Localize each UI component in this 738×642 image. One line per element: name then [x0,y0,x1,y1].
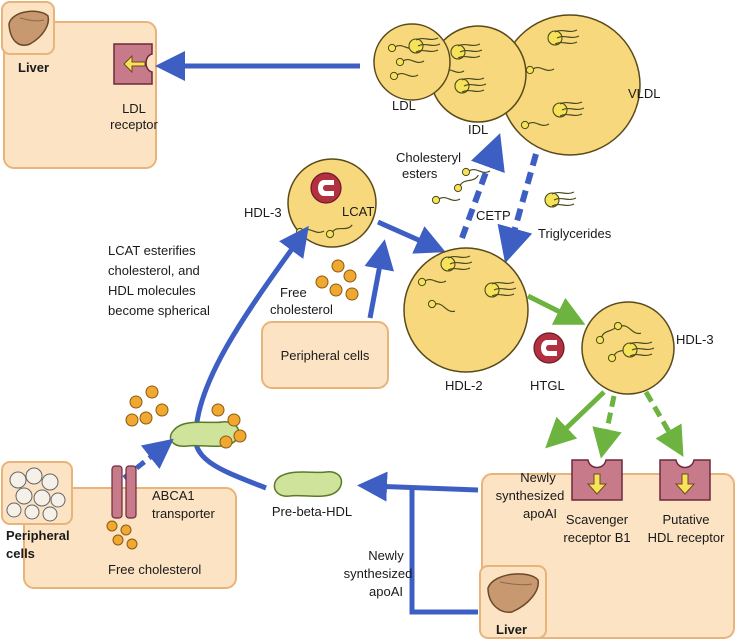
vldl-label: VLDL [628,86,661,101]
lcat-enzyme-icon [310,172,342,204]
peripheral-label-2: cells [6,546,35,561]
peripheral-label-1: Peripheral [6,528,70,543]
liver-icon [487,573,539,613]
hdl3-left-label: HDL-3 [244,205,282,220]
liver-bottom-label: Liver [496,622,527,637]
peripheral-cells-box-mid: Peripheral cells [261,321,389,389]
periph-to-hdl3-arrow [364,239,394,319]
newly-b-label-1: Newly [368,548,404,563]
lcat-note-3: HDL molecules [108,283,196,298]
peripheral-cells-box: Peripheral cells [1,461,237,589]
scavenger-receptor: Scavenger receptor B1 [563,459,631,545]
receptor-down-arrow-icon [674,473,696,495]
peripheral-cells-mid-label: Peripheral cells [281,348,370,363]
cetp-up-arrow [459,133,505,240]
putative-label-2: HDL receptor [648,530,725,545]
nascent-hdl [125,385,247,449]
htgl-enzyme-icon [533,332,565,364]
pre-beta-hdl: Pre-beta-HDL [272,471,352,519]
scavenger-label-1: Scavenger [566,512,629,527]
receptor-down-arrow-icon [586,473,608,495]
newly-label-1: Newly [520,470,556,485]
liver-loop-line [409,490,478,615]
newly-label-3: apoAI [523,506,557,521]
peripheral-cells-icon [6,467,66,522]
lcat-note-1: LCAT esterifies [108,243,196,258]
hdl3-right-particle: HDL-3 [581,301,714,395]
hdl3-left-particle: LCAT HDL-3 [244,158,377,248]
ldl-label: LDL [392,98,416,113]
putative-receptor: Putative HDL receptor [648,459,725,545]
newly-b-label-2: synthesized [344,566,413,581]
lcat-note: LCAT esterifies cholesterol, and HDL mol… [108,243,210,318]
lcat-note-2: cholesterol, and [108,263,200,278]
hdl3-right-label: HDL-3 [676,332,714,347]
newly-synth-lower: Newly synthesized apoAI [344,548,413,599]
cholesteryl-esters: Cholesteryl esters [396,150,491,205]
liver-box-bottom: Liver Newly synthesized apoAI [479,470,735,639]
htgl-label: HTGL [530,378,565,393]
ldl-receptor-label-2: receptor [110,117,158,132]
free-cholesterol-mid: Free cholesterol [270,259,359,317]
cholesteryl-label-2: esters [402,166,438,181]
scavenger-label-2: receptor B1 [563,530,630,545]
putative-label-1: Putative [663,512,710,527]
newly-label-2: synthesized [496,488,565,503]
hdl3-to-hdl2-arrow [376,219,446,254]
triglycerides: Triglycerides [538,191,612,241]
lcat-note-4: become spherical [108,303,210,318]
free-chol-label-2: cholesterol [270,302,333,317]
ldl-particle: LDL [373,23,451,113]
htgl-enzyme: HTGL [530,332,565,393]
liver-top-label: Liver [18,60,49,75]
idl-label: IDL [468,122,488,137]
abca1-label-2: transporter [152,506,216,521]
triglycerides-label: Triglycerides [538,226,612,241]
vldl-particle: VLDL [499,14,661,156]
hdl2-to-hdl3-arrow [526,293,586,325]
hdl3-to-scavenger-arrow [592,395,622,459]
liver-icon [8,10,50,46]
newly-b-label-3: apoAI [369,584,403,599]
idl-particle: IDL [429,25,527,137]
free-chol-bottom-label: Free cholesterol [108,562,201,577]
pre-beta-label: Pre-beta-HDL [272,504,352,519]
prebeta-to-hdl3-arrow [192,225,309,491]
hdl3-to-apoai-arrow [545,390,606,449]
hdl2-particle: HDL-2 [403,247,529,393]
hdl3-to-putative-arrow [643,390,684,457]
cetp-down-arrow [497,153,539,264]
abca1-label-1: ABCA1 [152,488,195,503]
hdl2-label: HDL-2 [445,378,483,393]
cholesteryl-label-1: Cholesteryl [396,150,461,165]
receptor-arrow-icon [123,54,146,74]
ldl-receptor: LDL receptor [110,43,159,132]
free-chol-label-1: Free [280,285,307,300]
lcat-label: LCAT [342,204,374,219]
liver-to-prebeta-arrow [357,471,479,502]
abca1-transporter: ABCA1 transporter Free cholesterol [106,465,216,577]
ldl-receptor-label-1: LDL [122,101,146,116]
cetp-label: CETP [476,208,511,223]
liver-box-top: Liver [1,1,157,169]
